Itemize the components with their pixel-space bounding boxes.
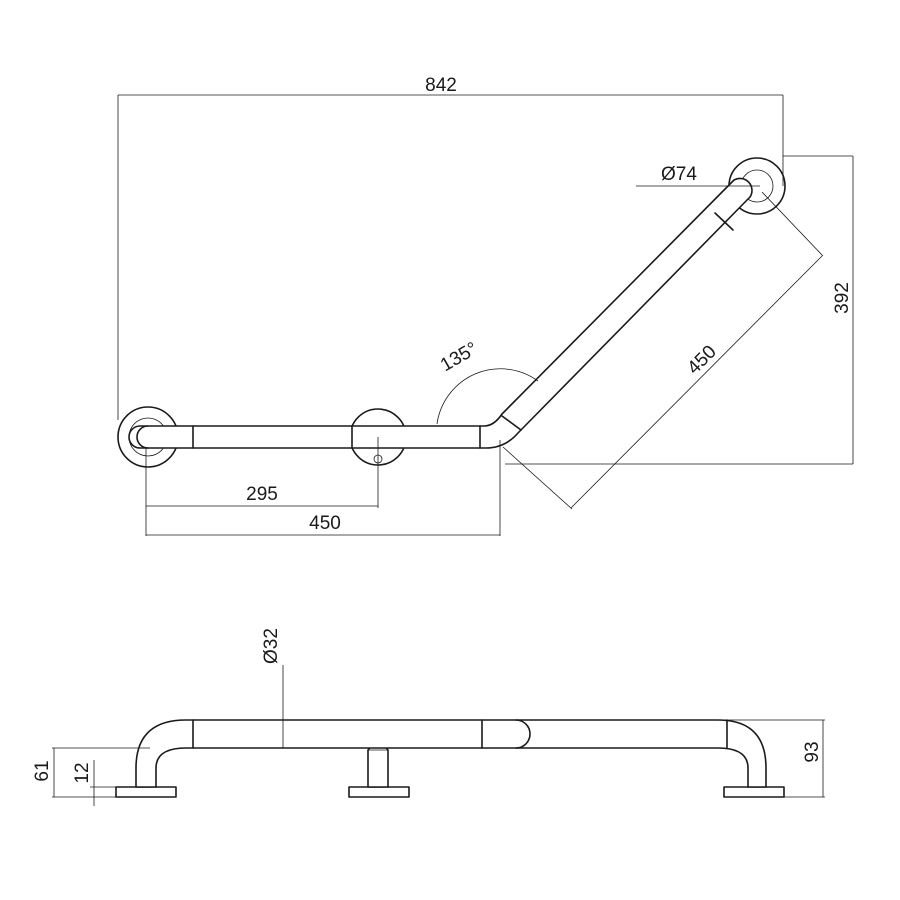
top-view: 842 392 Ø74 135° 450 295 450 — [117, 75, 854, 536]
dim-tube-diameter: Ø32 — [261, 628, 282, 664]
dim-overall-depth: 93 — [802, 741, 823, 762]
dim-straight-leg: 450 — [309, 513, 341, 534]
side-tube — [135, 719, 767, 788]
dim-angled-leg: 450 — [683, 341, 720, 378]
dim-height: 392 — [832, 282, 853, 314]
dim-angle: 135° — [437, 338, 482, 376]
grab-bar-tube — [148, 184, 783, 424]
dim-rosette-diameter: Ø74 — [661, 164, 697, 185]
dim-overall-width: 842 — [425, 75, 457, 96]
dim-axis-height: 61 — [32, 760, 53, 781]
side-view: Ø32 93 61 12 — [32, 628, 825, 806]
dim-support-spacing: 295 — [246, 484, 278, 505]
dim-base-thickness: 12 — [72, 762, 93, 783]
